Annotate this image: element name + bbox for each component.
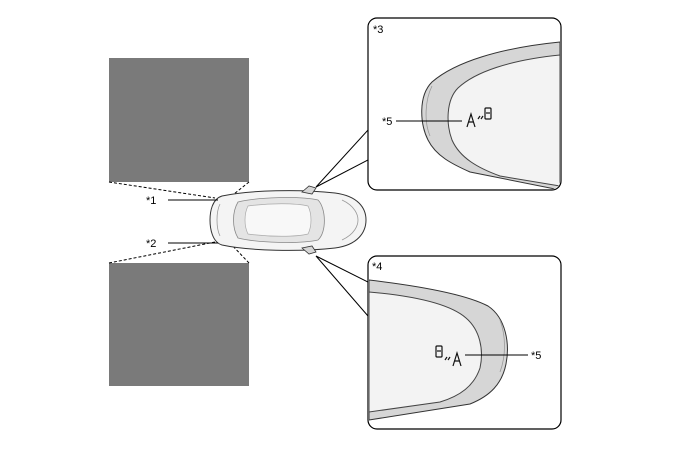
detection-zone-left xyxy=(109,58,249,182)
mirror-detail-upper: *3 *5 xyxy=(367,17,562,191)
callout-5-lower: *5 xyxy=(531,350,541,362)
zoom-wedge-lower xyxy=(315,255,369,318)
callout-4: *4 xyxy=(372,261,382,273)
bsm-indicator-icon xyxy=(435,345,462,367)
callout-3: *3 xyxy=(373,24,383,36)
vehicle-top-view xyxy=(209,185,367,255)
detection-zone-right xyxy=(109,263,249,386)
mirror-detail-lower: *4 *5 xyxy=(367,255,562,430)
callout-5-upper: *5 xyxy=(382,116,392,128)
leader-lines-sensors xyxy=(168,199,218,244)
bsm-indicator-icon xyxy=(466,107,492,128)
callout-2: *2 xyxy=(146,238,156,250)
zoom-wedge-upper xyxy=(315,128,369,188)
callout-1: *1 xyxy=(146,195,156,207)
